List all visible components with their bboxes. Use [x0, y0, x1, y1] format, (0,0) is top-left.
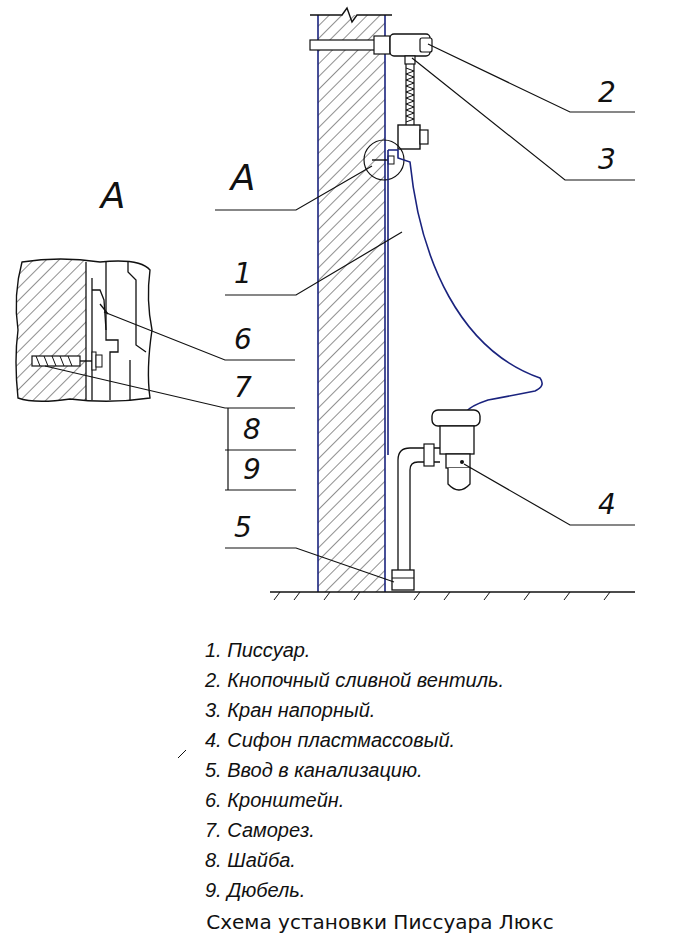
legend-line: 9. Дюбель.	[205, 880, 305, 900]
callout-number: 8	[243, 416, 261, 444]
legend-line: 2. Кнопочный сливной вентиль.	[205, 670, 504, 690]
legend-line: 4. Сифон пластмассовый.	[205, 730, 455, 750]
legend-line: 5. Ввод в канализацию.	[205, 760, 423, 780]
callout-number: 3	[598, 146, 616, 174]
drawing-caption: Схема установки Писсуара Люкс	[206, 912, 553, 932]
callout-number: 6	[234, 326, 252, 354]
view-label: A	[101, 178, 126, 214]
callout-number: 7	[234, 374, 252, 402]
legend-line: 1. Писсуар.	[205, 640, 310, 660]
legend-line: 7. Саморез.	[205, 820, 315, 840]
callout-number: 9	[243, 456, 261, 484]
callout-number: 1	[234, 260, 252, 288]
legend-line: 6. Кронштейн.	[205, 790, 344, 810]
callout-number: 5	[234, 514, 252, 542]
legend-line: 3. Кран напорный.	[205, 700, 375, 720]
legend-line: 8. Шайба.	[205, 850, 296, 870]
callout-number: 2	[598, 79, 616, 107]
callout-number: 4	[598, 491, 616, 519]
view-label: A	[231, 160, 256, 196]
